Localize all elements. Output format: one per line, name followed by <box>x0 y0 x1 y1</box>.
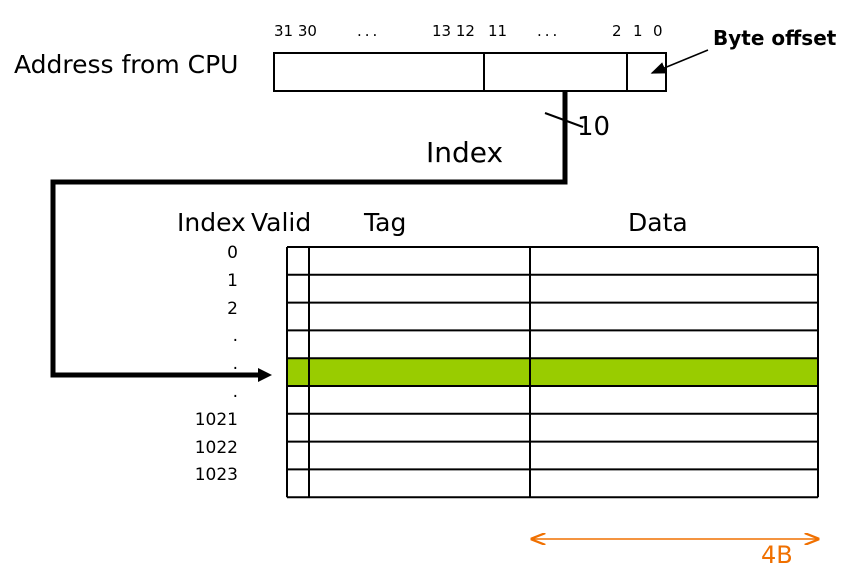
index-bus <box>50 92 568 378</box>
cache-table-grid <box>286 246 819 499</box>
row-index-label: . <box>232 382 238 402</box>
highlighted-row <box>287 358 818 386</box>
bit-label-31-30: 31 30 <box>274 22 317 40</box>
column-header-valid: Valid <box>251 208 312 237</box>
column-header-index: Index <box>177 208 246 237</box>
row-index-label: 1022 <box>194 437 238 458</box>
row-index-label: 1021 <box>194 409 238 430</box>
address-label: Address from CPU <box>14 50 239 79</box>
row-index-label: 1023 <box>194 465 238 486</box>
index-bus-label: Index <box>426 136 504 169</box>
byte-offset-pointer <box>650 49 709 74</box>
bit-ellipsis-left: ... <box>357 22 381 40</box>
row-index-label: . <box>232 326 238 347</box>
row-index-label: . <box>232 354 238 375</box>
row-index-label: 2 <box>227 298 238 319</box>
bus-width-slash <box>544 112 584 128</box>
data-width-label: 4B <box>761 541 793 569</box>
bit-label-13-12: 13 12 <box>432 22 475 40</box>
index-bus-arrowhead <box>258 368 272 382</box>
bit-label-2: 2 <box>612 22 622 40</box>
row-index-label: 1 <box>227 270 238 291</box>
address-register <box>273 52 667 92</box>
row-index-label: 0 <box>227 243 238 263</box>
column-header-data: Data <box>628 208 688 237</box>
byte-offset-label: Byte offset <box>713 26 837 50</box>
column-header-tag: Tag <box>364 208 407 237</box>
bit-ellipsis-right: ... <box>537 22 561 40</box>
bit-label-1: 1 <box>633 22 643 40</box>
bus-width-label: 10 <box>577 112 611 142</box>
bit-label-0: 0 <box>653 22 663 40</box>
bit-label-11: 11 <box>488 22 508 40</box>
